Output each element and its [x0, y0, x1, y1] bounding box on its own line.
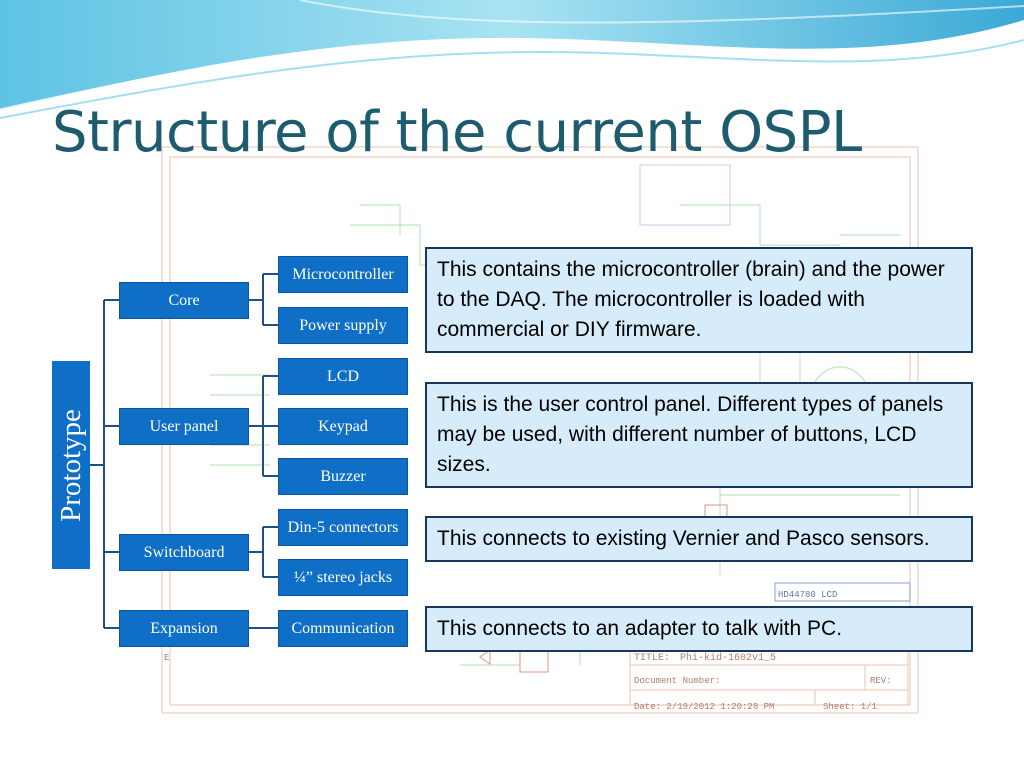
schematic-rev-label: REV:: [870, 676, 892, 686]
schematic-title-value: Phi-kid-1602v1_5: [680, 652, 776, 664]
node-keypad: Keypad: [278, 408, 408, 445]
node-expansion: Expansion: [119, 610, 249, 647]
node-microcontroller: Microcontroller: [278, 256, 408, 293]
note-core: This contains the microcontroller (brain…: [425, 247, 973, 353]
node-buzzer: Buzzer: [278, 458, 408, 495]
schematic-sheet-text: Sheet: 1/1: [823, 702, 877, 712]
node-din5-connectors: Din-5 connectors: [278, 509, 408, 546]
schematic-border-letter: E: [164, 653, 169, 663]
node-core: Core: [119, 282, 249, 319]
schematic-title-label: TITLE:: [634, 653, 670, 664]
node-lcd: LCD: [278, 358, 408, 395]
schematic-lcd-label: HD44780 LCD: [778, 590, 837, 600]
node-stereo-jacks: ¼” stereo jacks: [278, 559, 408, 596]
page-title: Structure of the current OSPL: [52, 100, 862, 165]
tree-root-label: Prototype: [54, 408, 87, 522]
node-power-supply: Power supply: [278, 307, 408, 344]
note-switchboard: This connects to existing Vernier and Pa…: [425, 516, 973, 562]
node-user-panel: User panel: [119, 408, 249, 445]
note-user-panel: This is the user control panel. Differen…: [425, 382, 973, 488]
node-switchboard: Switchboard: [119, 534, 249, 571]
schematic-date-text: Date: 2/19/2012 1:20:28 PM: [634, 702, 774, 712]
node-communication: Communication: [278, 610, 408, 647]
header-wave-decoration: [0, 0, 1024, 119]
tree-root-prototype: Prototype: [52, 361, 90, 569]
schematic-document-label: Document Number:: [634, 676, 720, 686]
note-expansion: This connects to an adapter to talk with…: [425, 606, 973, 652]
